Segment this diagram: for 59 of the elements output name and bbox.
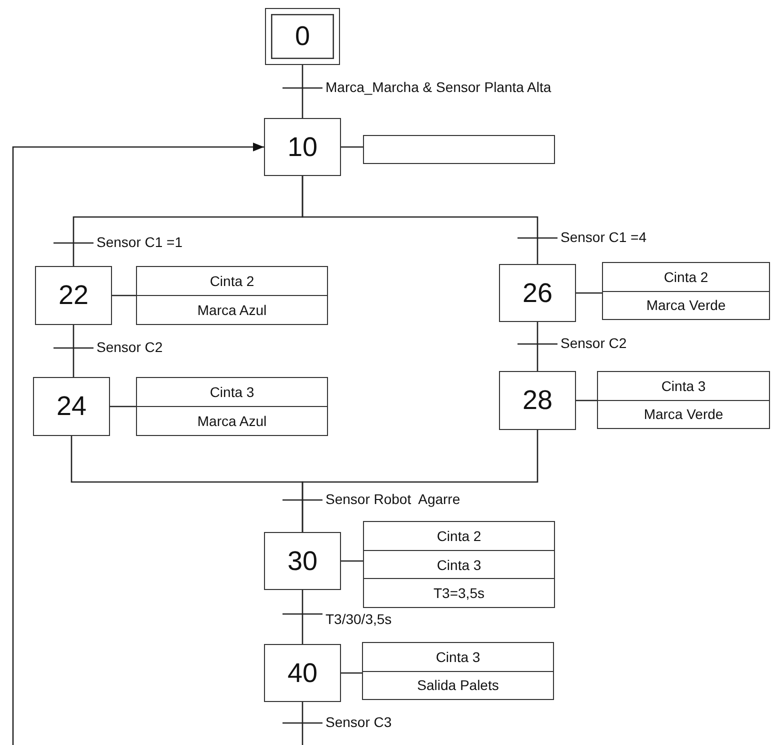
action-box xyxy=(136,266,328,325)
step-box xyxy=(264,644,341,702)
step-box xyxy=(35,266,112,325)
step-number: 0 xyxy=(294,23,310,50)
action-box xyxy=(363,521,555,608)
initial-step-box xyxy=(265,8,340,65)
step-number: 30 xyxy=(287,548,318,574)
transition-condition: T3/30/3,5s xyxy=(326,612,392,626)
action-text: Cinta 3 xyxy=(660,376,707,396)
connector-line xyxy=(576,400,597,402)
step-box xyxy=(264,118,341,176)
transition-condition: Sensor C2 xyxy=(96,340,163,354)
arrow xyxy=(12,142,264,745)
transition-condition: Sensor Robot Agarre xyxy=(326,492,460,506)
step-number: 10 xyxy=(287,134,318,160)
action-text: Marca Verde xyxy=(598,400,769,428)
transition-condition: Sensor C1 =1 xyxy=(96,235,182,249)
action-text: Cinta 3 xyxy=(434,648,482,667)
action-text: Cinta 2 xyxy=(436,526,482,546)
action-text: Salida Palets xyxy=(363,670,553,699)
connector-line xyxy=(341,146,363,148)
connector-line xyxy=(341,672,362,674)
transition-condition: Marca_Marcha & Sensor Planta Alta xyxy=(326,80,552,94)
action-box xyxy=(363,135,555,164)
action-text: Marca Verde xyxy=(603,290,769,319)
connector-line xyxy=(302,590,304,644)
connector-line xyxy=(302,430,538,532)
action-text: Cinta 2 xyxy=(662,268,710,287)
connector-line xyxy=(112,294,136,296)
action-box xyxy=(362,642,554,700)
connector-line xyxy=(302,65,304,118)
step-box xyxy=(499,371,576,430)
step-number: 22 xyxy=(58,282,89,309)
connector-line xyxy=(536,322,538,371)
action-text: Marca Azul xyxy=(137,295,327,324)
connector-line xyxy=(341,560,363,562)
transition-condition: Sensor C2 xyxy=(560,336,627,350)
action-text: Cinta 2 xyxy=(208,272,256,291)
action-text: Marca Azul xyxy=(137,406,327,435)
action-box xyxy=(136,377,328,436)
step-number: 26 xyxy=(522,280,553,306)
transition-condition: Sensor C3 xyxy=(326,715,392,729)
action-text: Cinta 3 xyxy=(364,550,554,578)
step-number: 40 xyxy=(287,660,318,686)
action-text: Cinta 3 xyxy=(208,383,256,402)
action-text: T3=3,5s xyxy=(364,578,554,608)
step-box xyxy=(264,532,341,590)
transition-condition: Sensor C1 =4 xyxy=(560,230,646,244)
connector-line xyxy=(302,702,304,745)
connector-line xyxy=(110,406,136,408)
step-number: 24 xyxy=(56,393,87,420)
connector-line xyxy=(302,176,538,264)
connector-line xyxy=(72,325,74,377)
connector-line xyxy=(576,292,602,294)
action-box xyxy=(602,262,770,320)
action-box xyxy=(597,371,770,429)
step-number: 28 xyxy=(522,387,553,414)
step-box xyxy=(33,377,110,436)
step-box xyxy=(499,264,576,322)
